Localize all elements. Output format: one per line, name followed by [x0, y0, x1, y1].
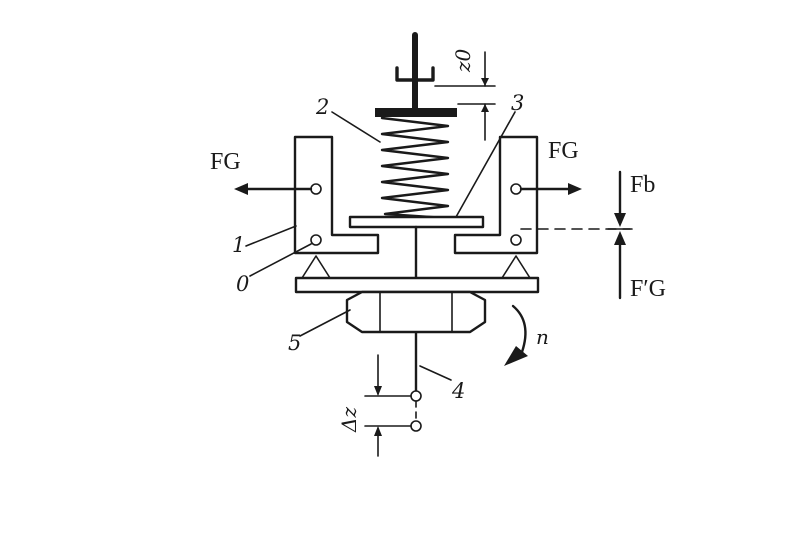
label-part-5: 5	[288, 331, 301, 355]
right-pivot	[510, 234, 522, 246]
label-z0: z0	[451, 48, 475, 73]
label-delta-z: Δz	[337, 407, 361, 433]
leader-lines	[245, 111, 516, 381]
delta-z-dimension: Δz	[337, 354, 412, 457]
right-flyweight-pin	[510, 183, 522, 195]
label-force-left: FG	[210, 149, 241, 175]
label-part-3: 3	[511, 91, 524, 115]
spring-seat-plate	[348, 215, 485, 229]
spring-force-indicator	[520, 170, 633, 300]
left-flyweight	[293, 135, 380, 255]
spring	[380, 116, 450, 220]
label-part-1: 1	[232, 233, 245, 257]
label-force-right: FG	[548, 138, 579, 164]
carrier-plate	[294, 276, 540, 294]
label-part-4: 4	[451, 379, 465, 403]
labels: 2 3 1 0 5 4 n FG FG Fb F′G	[210, 91, 666, 403]
hub	[345, 290, 487, 334]
top-stop-assembly	[375, 32, 457, 117]
left-flyweight-pin	[310, 183, 322, 195]
z0-dimension: z0	[434, 48, 496, 141]
spring-top-plate	[375, 108, 457, 117]
label-part-2: 2	[315, 95, 329, 119]
centrifugal-force-arrows	[234, 183, 582, 195]
label-force-prime: F′G	[630, 276, 666, 302]
stop-bracket	[395, 66, 435, 82]
label-rotation-n: n	[536, 325, 549, 349]
carrier-and-hub	[294, 276, 540, 334]
label-force-spring: Fb	[630, 172, 655, 198]
right-flyweight	[453, 135, 539, 255]
left-pivot-0	[310, 234, 322, 246]
label-part-0: 0	[236, 272, 249, 296]
rotation-arrow	[504, 304, 528, 366]
